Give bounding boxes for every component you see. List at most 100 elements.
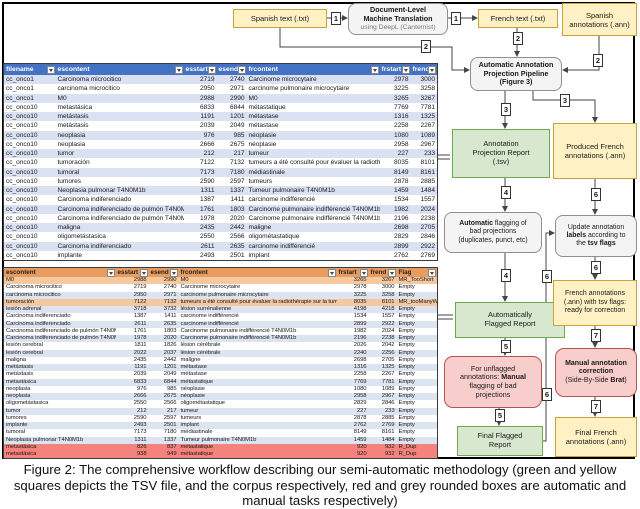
column-header: filename bbox=[3, 63, 56, 75]
node-annotation-projection-report: Annotation Projection Report (.tsv) bbox=[452, 129, 550, 178]
table-cell: 2705 bbox=[381, 356, 395, 363]
table-cell: 2675 bbox=[230, 140, 245, 148]
table-row: Carcinoma indiferenciado de pulmón T4N0M… bbox=[4, 328, 438, 335]
step-number-label: 4 bbox=[501, 269, 511, 282]
table-cell: 2978 bbox=[379, 75, 411, 85]
table-cell: 2846 bbox=[381, 400, 395, 407]
table-cell: 4198 bbox=[336, 306, 369, 314]
table-cell: Empty bbox=[398, 342, 415, 349]
table-cell: 2597 bbox=[163, 414, 177, 421]
table-cell: M0 bbox=[55, 93, 184, 103]
table-cell: 2493 bbox=[200, 251, 215, 259]
table-cell: 1978 bbox=[200, 214, 215, 222]
table-cell: 7769 bbox=[394, 103, 409, 111]
caption-line: manual tasks respectively) bbox=[242, 493, 398, 508]
node-french-text: French text (.txt) bbox=[478, 9, 558, 28]
table-cell: 938 bbox=[115, 451, 149, 459]
filter-dropdown-icon bbox=[428, 66, 436, 74]
node-update-annotation-labels: Update annotation labels according to th… bbox=[555, 215, 637, 257]
step-number-label: 4 bbox=[501, 186, 511, 199]
table-cell: implante bbox=[57, 251, 83, 259]
table-cell: 227 bbox=[379, 149, 411, 159]
table-cell: 1411 bbox=[230, 196, 245, 204]
table-cell: Empty bbox=[396, 349, 438, 357]
table-cell: cc_onco10 bbox=[6, 251, 38, 259]
table-cell: 212 bbox=[115, 407, 149, 415]
node-label: Automatic Annotation bbox=[478, 60, 554, 70]
table-cell: Carcinoma indiferenciado de pulmón T4N0M… bbox=[3, 335, 116, 343]
node-label: French annotations bbox=[565, 290, 625, 298]
table-cell: cc_onco10 bbox=[6, 122, 38, 130]
table-cell: Empty bbox=[396, 320, 438, 328]
table-cell: R_Dup bbox=[396, 443, 438, 451]
table-cell: 2026 bbox=[353, 342, 367, 349]
table-cell: 1316 bbox=[379, 112, 411, 122]
table-cell: R_Dup bbox=[396, 451, 438, 459]
table-cell: 2878 bbox=[394, 177, 409, 185]
table-cell: 2442 bbox=[216, 223, 247, 233]
step-number-label: 2 bbox=[593, 54, 603, 67]
table-cell: oligométastatique bbox=[248, 233, 300, 241]
table-cell: 2020 bbox=[230, 214, 245, 222]
step-number-label: 1 bbox=[451, 12, 461, 25]
column-header-label: frcontent bbox=[180, 269, 208, 276]
table-cell: 8101 bbox=[368, 298, 397, 306]
table-cell: cc_onco10 bbox=[3, 130, 56, 140]
step-number-label: 5 bbox=[501, 340, 511, 353]
table-cell: 2978 bbox=[353, 284, 367, 291]
table-cell: métastase bbox=[180, 371, 207, 378]
table-cell: cc_onco10 bbox=[3, 112, 56, 122]
table-cell: carcinome indifférencié bbox=[248, 196, 316, 204]
table-cell: 2899 bbox=[336, 320, 369, 328]
table-cell: 2958 bbox=[336, 393, 369, 401]
column-header-label: esstart bbox=[185, 66, 208, 73]
table-cell: lésion cérébrale bbox=[178, 349, 337, 357]
table-cell: 2705 bbox=[410, 223, 438, 233]
table-cell: médiastinale bbox=[246, 167, 380, 177]
table-cell: 2238 bbox=[420, 214, 436, 222]
node-spanish-annotations: Spanish annotations (.ann) bbox=[562, 3, 637, 36]
table-cell: 1191 bbox=[115, 364, 149, 372]
table-cell: 1089 bbox=[381, 385, 395, 392]
table-cell: médiastinale bbox=[180, 429, 213, 436]
column-header: frstart bbox=[336, 267, 369, 277]
column-header: frend bbox=[410, 63, 438, 75]
table-cell: métastase bbox=[178, 364, 337, 372]
table-cell: 2267 bbox=[420, 122, 436, 130]
table-cell: 976 bbox=[183, 130, 217, 140]
column-header-label: esend bbox=[150, 269, 169, 276]
table-cell: 2435 bbox=[133, 356, 147, 363]
table-cell: 2769 bbox=[368, 422, 397, 430]
table-cell: 2922 bbox=[410, 241, 438, 251]
table-cell: 2971 bbox=[148, 291, 179, 299]
table-cell: Tumeur pulmonaire T4N0M1b bbox=[246, 186, 380, 196]
column-header-label: Flag bbox=[398, 269, 412, 276]
table-cell: 2829 bbox=[353, 400, 367, 407]
table-cell: tumor bbox=[55, 149, 184, 159]
filter-dropdown-icon bbox=[207, 66, 216, 74]
table-cell: carcinoma microcitico bbox=[57, 85, 120, 93]
table-cell: lesión adrenal bbox=[3, 306, 116, 314]
step-number-label: 6 bbox=[542, 270, 552, 283]
table-cell: 826 bbox=[115, 443, 149, 451]
table-cell: 1484 bbox=[410, 186, 438, 196]
node-label: Produced French bbox=[566, 142, 624, 151]
table-cell: Empty bbox=[398, 385, 415, 392]
step-number-label: 7 bbox=[591, 400, 601, 413]
table-cell: 920 bbox=[336, 443, 369, 451]
column-header: Flag bbox=[396, 267, 438, 277]
table-cell: tumoración bbox=[57, 159, 90, 167]
table-cell: 1325 bbox=[368, 364, 397, 372]
table-cell: tumeurs bbox=[180, 414, 202, 421]
